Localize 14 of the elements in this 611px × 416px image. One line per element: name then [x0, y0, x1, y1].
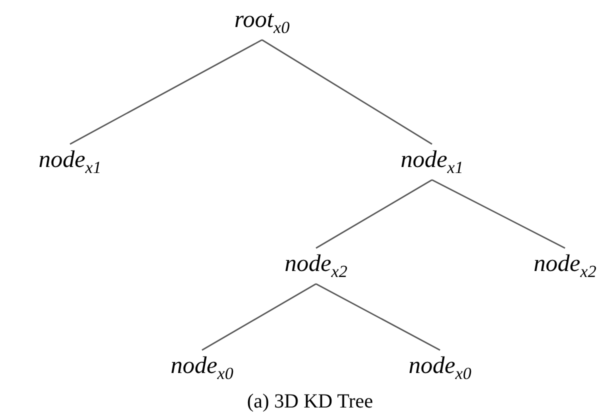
node-label: node$_{x0}$ — [408, 352, 472, 384]
node-label: node$_{x2}$ — [284, 250, 348, 282]
node-label: root$_{x0}$ — [234, 6, 290, 38]
figure-caption: (a) 3D KD Tree — [246, 390, 374, 414]
node-label: node$_{x2}$ — [534, 250, 596, 282]
tree-edge — [432, 179, 566, 249]
node-label: node$_{x0}$ — [170, 352, 234, 384]
tree-edge — [202, 283, 316, 351]
tree-edge — [316, 283, 440, 351]
tree-edge — [70, 39, 262, 145]
tree-edge — [262, 39, 432, 145]
node-label: node$_{x1}$ — [38, 146, 102, 178]
node-label: node$_{x1}$ — [400, 146, 464, 178]
tree-edge — [316, 179, 432, 249]
